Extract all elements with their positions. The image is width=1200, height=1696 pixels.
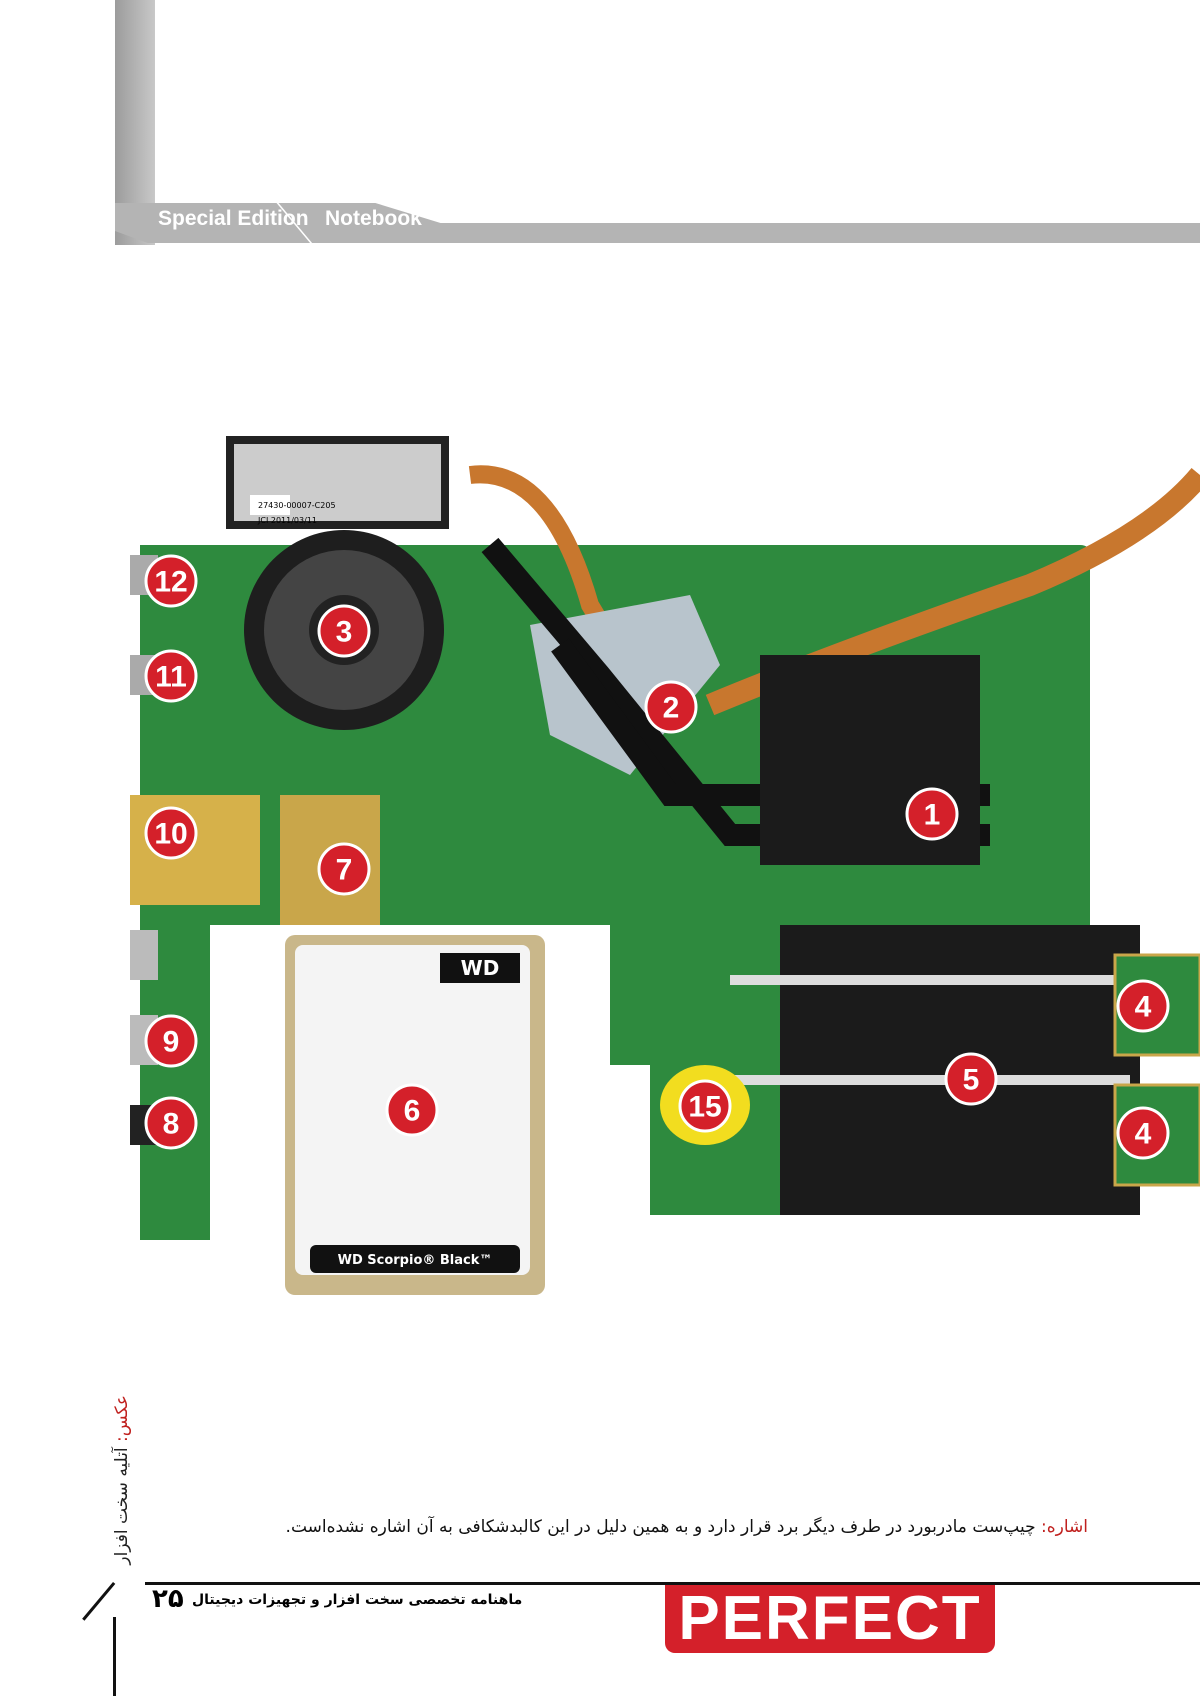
callout-marker [317,842,371,896]
footer-rule [145,1582,1200,1585]
callout-number: 10 [154,818,187,851]
hdd-brand: WD [461,956,500,980]
callout-marker [644,680,698,734]
callout-marker [144,554,198,608]
callout-marker [144,649,198,703]
callout-number: 5 [963,1064,980,1097]
magazine-name: ماهنامه تخصصی سخت افزار و تجهیزات دیجیتا… [192,1592,523,1608]
callout-number: 11 [155,661,187,694]
hdd-model: WD Scorpio® Black™ [338,1253,493,1268]
section-label: Special Edition [158,207,309,230]
caption: اشاره: چیپ‌ست مادربورد در طرف دیگر برد ق… [286,1517,1088,1537]
callout-number: 8 [163,1108,180,1141]
callout-marker [905,787,959,841]
perfect-logo: PERFECT [665,1585,995,1653]
callout-number: 3 [336,616,353,649]
callout-number: 2 [663,692,680,725]
callout-marker [385,1083,439,1137]
callout-marker [144,1014,198,1068]
sticker-text: 27430-00007-C205 [258,501,336,510]
callout-number: 7 [336,854,353,887]
callout-marker [317,604,371,658]
callout-marker [1116,979,1170,1033]
caption-text: چیپ‌ست مادربورد در طرف دیگر برد قرار دار… [285,1517,1041,1537]
callout-number: 6 [404,1095,421,1128]
credit-name: آتلیه سخت افزار [112,1441,132,1565]
callout-number: 4 [1135,991,1152,1024]
callout-number: 1 [924,799,941,832]
photo-credit: عکس: آتلیه سخت افزار [112,1395,132,1565]
callout-marker [678,1079,732,1133]
callout-number: 15 [688,1091,721,1124]
footer-rule-side [113,1617,116,1696]
card-reader [130,795,260,905]
credit-label: عکس: [112,1395,132,1442]
topic-label: Notebook [325,207,422,230]
callout-number: 12 [154,566,187,599]
callout-number: 4 [1135,1118,1152,1151]
callout-marker [144,806,198,860]
page-number: ۲۵ [152,1584,184,1614]
caption-label: اشاره: [1041,1517,1088,1537]
callout-marker [944,1052,998,1106]
sticker-text: JCI 2011/03/11 [257,516,317,525]
motherboard-photo: 27430-00007-C205 JCI 2011/03/11 WD WD Sc… [130,436,1200,1295]
callout-number: 9 [163,1026,180,1059]
callout-marker [144,1096,198,1150]
footer-rule-corner [82,1582,116,1621]
callout-marker [1116,1106,1170,1160]
